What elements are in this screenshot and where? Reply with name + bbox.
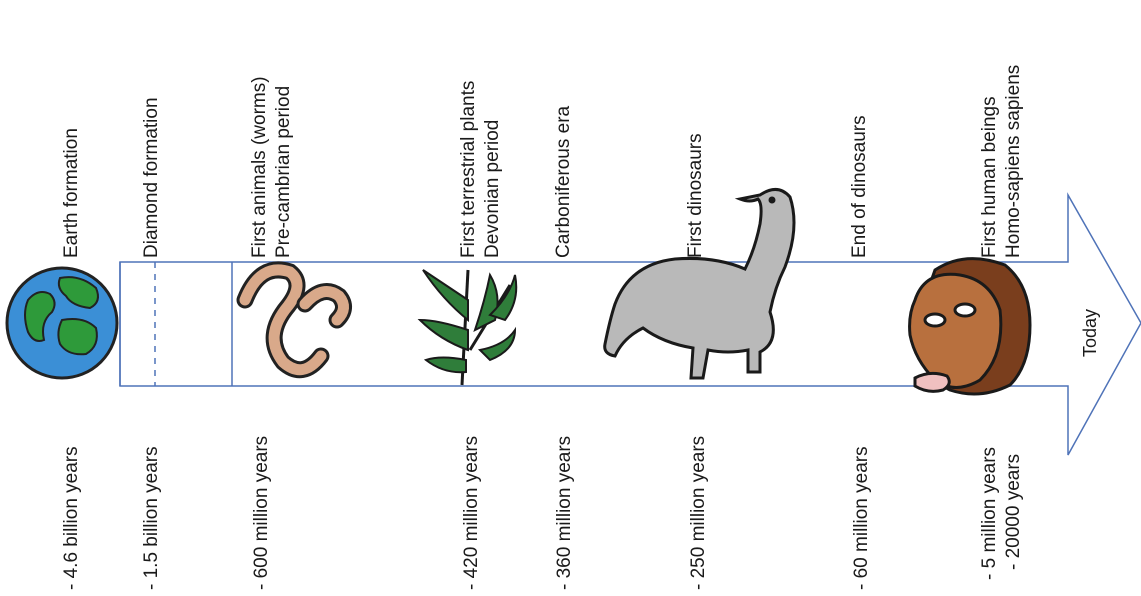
event-earth-formation: Earth formation	[60, 128, 84, 258]
event-diamond-formation: Diamond formation	[140, 97, 164, 258]
event-first-humans: First human beings Homo-sapiens sapiens	[978, 65, 1026, 258]
today-label: Today	[1078, 309, 1102, 357]
event-first-dinosaurs: First dinosaurs	[684, 133, 708, 258]
event-end-dinosaurs: End of dinosaurs	[848, 115, 872, 258]
earth-icon	[7, 268, 117, 378]
time-humans: - 5 million years - 20000 years	[978, 447, 1026, 580]
time-plants: - 420 million years	[460, 436, 484, 590]
time-end-dinos: - 60 million years	[850, 446, 874, 590]
time-dinos: - 250 million years	[687, 436, 711, 590]
event-carboniferous: Carboniferous era	[552, 106, 576, 258]
time-carbon: - 360 million years	[553, 436, 577, 590]
time-animals: - 600 million years	[250, 436, 274, 590]
time-earth: - 4.6 billion years	[60, 446, 84, 590]
event-first-plants: First terrestrial plants Devonian period	[457, 81, 505, 258]
event-first-animals: First animals (worms) Pre-cambrian perio…	[248, 76, 296, 258]
time-diamond: - 1.5 billion years	[140, 446, 164, 590]
